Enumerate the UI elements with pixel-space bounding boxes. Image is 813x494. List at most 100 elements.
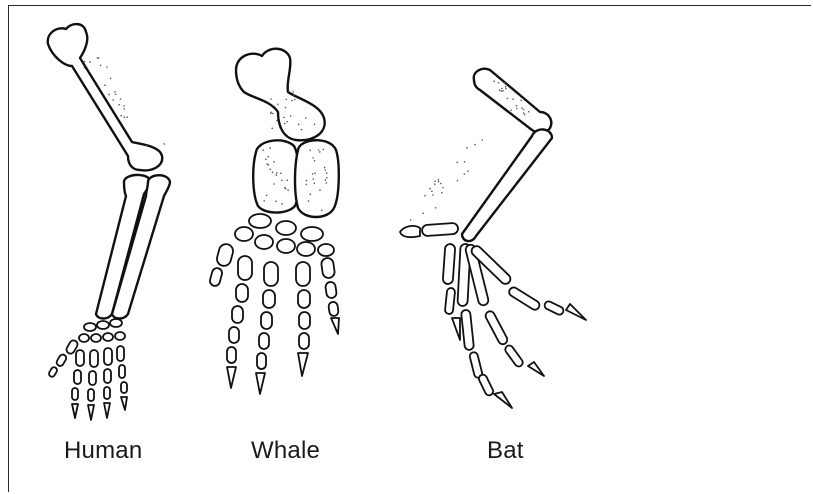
stipple-dot <box>324 167 326 169</box>
stipple-dot <box>272 171 274 173</box>
stipple-dot <box>326 182 328 184</box>
stipple-dot <box>277 104 279 106</box>
bat-forearm <box>462 129 552 241</box>
stipple-dot <box>318 149 320 151</box>
stipple-dot <box>312 173 314 175</box>
stipple-dot <box>291 100 293 102</box>
stipple-dot <box>314 183 316 185</box>
stipple-dot <box>326 172 328 174</box>
stipple-dot <box>524 114 526 116</box>
stipple-dot <box>456 162 458 164</box>
stipple-dot <box>118 104 120 106</box>
stipple-dot <box>323 149 325 151</box>
stipple-dot <box>314 160 316 162</box>
stipple-dot <box>98 57 100 59</box>
stipple-dot <box>521 107 523 109</box>
stipple-dot <box>293 95 295 97</box>
stipple-dot <box>276 174 278 176</box>
bat-humerus <box>474 69 552 133</box>
stipple-dot <box>124 108 126 110</box>
stipple-dot <box>124 116 126 118</box>
stipple-dot <box>106 66 108 68</box>
stipple-dot <box>516 108 518 110</box>
stipple-dot <box>422 213 424 215</box>
stipple-dot <box>482 139 484 141</box>
stipple-dot <box>505 88 507 90</box>
stipple-dot <box>263 200 265 202</box>
stipple-dot <box>163 143 165 145</box>
stipple-dot <box>284 123 286 125</box>
bat-digits <box>443 244 586 408</box>
stipple-dot <box>432 194 434 196</box>
stipple-dot <box>84 67 86 69</box>
stipple-dot <box>309 150 311 152</box>
stipple-dot <box>114 91 116 93</box>
whale-flipper <box>209 49 339 394</box>
stipple-dot <box>440 183 442 185</box>
stipple-dot <box>273 183 275 185</box>
stipple-dot <box>326 177 328 179</box>
stipple-dot <box>466 147 468 149</box>
stipple-dot <box>89 61 91 63</box>
stipple-dot <box>442 187 444 189</box>
whale-digits <box>209 243 339 394</box>
label-human: Human <box>64 437 142 465</box>
stipple-dot <box>276 172 278 174</box>
stipple-dot <box>314 124 316 126</box>
stipple-dot <box>286 121 288 123</box>
stipple-dot <box>464 173 466 175</box>
stipple-dot <box>523 112 525 114</box>
stipple-dot <box>305 117 307 119</box>
stipple-dot <box>266 195 268 197</box>
stipple-dot <box>502 90 504 92</box>
stipple-dot <box>290 115 292 117</box>
stipple-dot <box>120 98 122 100</box>
stipple-dot <box>269 169 271 171</box>
stipple-dot <box>270 113 272 115</box>
stipple-dot <box>108 94 110 96</box>
label-bat: Bat <box>487 437 524 465</box>
stipple-dot <box>271 128 273 130</box>
stipple-dot <box>325 179 327 181</box>
stipple-dot <box>520 100 522 102</box>
label-whale: Whale <box>251 437 320 465</box>
stipple-dot <box>265 158 267 160</box>
stipple-dot <box>493 81 495 83</box>
stipple-dot <box>505 86 507 88</box>
stipple-dot <box>434 183 436 185</box>
stipple-dot <box>292 91 294 93</box>
whale-humerus <box>236 49 325 141</box>
stipple-dot <box>286 99 288 101</box>
stipple-dot <box>438 181 440 183</box>
stipple-dot <box>312 178 314 180</box>
stipple-dot <box>269 147 271 149</box>
stipple-dot <box>272 113 274 115</box>
stipple-dot <box>285 107 287 109</box>
stipple-dot <box>281 203 283 205</box>
stipple-dot <box>276 120 278 122</box>
stipple-dot <box>435 207 437 209</box>
stipple-dot <box>286 179 288 181</box>
stipple-dot <box>528 111 530 113</box>
stipple-dot <box>280 173 282 175</box>
human-carpals <box>79 319 125 342</box>
stipple-dot <box>457 180 459 182</box>
stipple-dot <box>410 219 412 221</box>
stipple-dot <box>115 94 117 96</box>
stipple-dot <box>516 105 518 107</box>
stipple-dot <box>429 188 431 190</box>
stipple-dot <box>312 157 314 159</box>
stipple-dot <box>306 184 308 186</box>
stipple-dot <box>424 195 426 197</box>
stipple-dot <box>298 124 300 126</box>
stipple-dot <box>321 210 323 212</box>
stipple-dot <box>314 173 316 175</box>
stipple-dot <box>434 181 436 183</box>
stipple-dot <box>474 144 476 146</box>
stipple-dot <box>104 84 106 86</box>
stipple-dot <box>308 200 310 202</box>
stipple-dot <box>273 161 275 163</box>
bat-thumb <box>400 223 458 237</box>
stipple-dot <box>267 156 269 158</box>
